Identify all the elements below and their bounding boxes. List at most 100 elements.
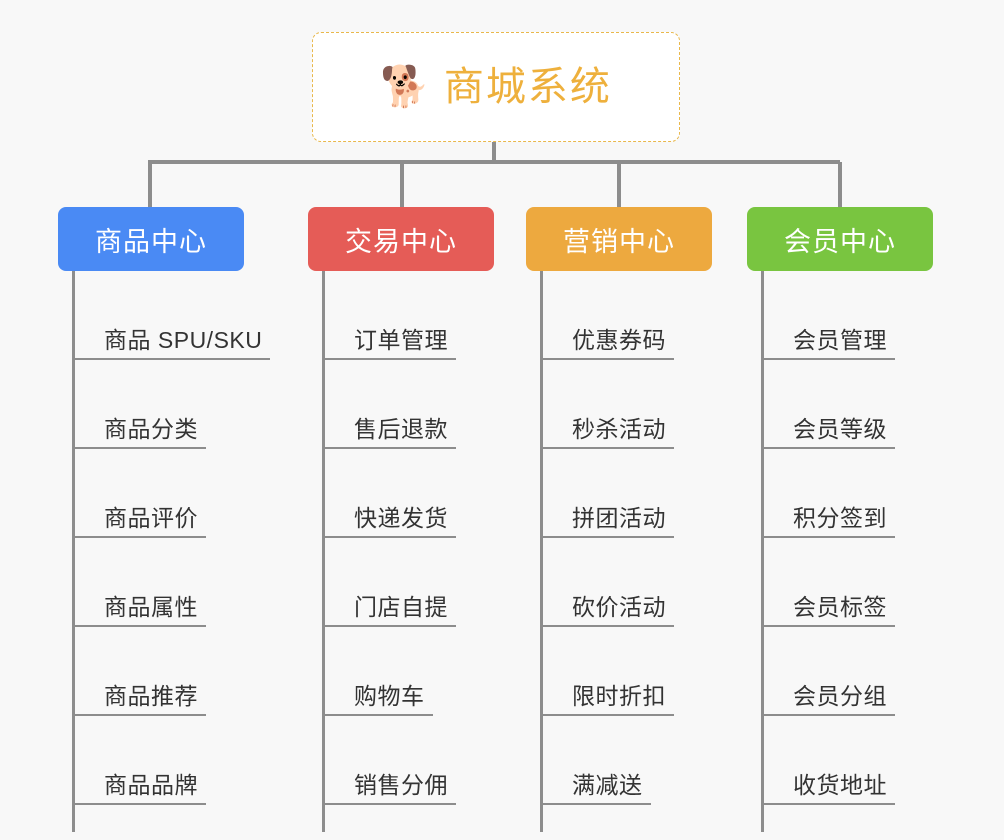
leaf-underline <box>322 803 456 805</box>
leaf-item[interactable]: 订单管理 <box>322 271 494 360</box>
leaf-item[interactable]: 限时折扣 <box>540 627 712 716</box>
leaf-label: 商品推荐 <box>104 683 198 709</box>
leaf-label: 快递发货 <box>354 505 448 531</box>
leaf-label: 订单管理 <box>354 327 448 353</box>
branch-column-3: 会员中心 会员管理 会员等级 积分签到 会员标签 会员分组 <box>747 207 933 832</box>
leaf-underline <box>540 625 674 627</box>
leaf-item[interactable]: 商品 SPU/SKU <box>72 271 270 360</box>
leaf-label: 会员标签 <box>793 594 887 620</box>
leaf-item[interactable]: 商品属性 <box>72 538 244 627</box>
leaf-label: 购物车 <box>354 683 425 709</box>
leaf-underline <box>322 536 456 538</box>
leaf-item[interactable]: 门店自提 <box>322 538 494 627</box>
leaf-label: 会员等级 <box>793 416 887 442</box>
leaf-item[interactable]: 砍价活动 <box>540 538 712 627</box>
leaf-trunk-0 <box>72 271 75 832</box>
branch-column-1: 交易中心 订单管理 售后退款 快递发货 门店自提 购物车 <box>308 207 494 832</box>
category-box-0[interactable]: 商品中心 <box>58 207 244 271</box>
leaf-item[interactable]: 秒杀活动 <box>540 360 712 449</box>
leaf-label: 商品品牌 <box>104 772 198 798</box>
leaf-item[interactable]: 销售分佣 <box>322 716 494 805</box>
leaf-label: 会员分组 <box>793 683 887 709</box>
leaf-label: 积分签到 <box>793 505 887 531</box>
leaf-trunk-1 <box>322 271 325 832</box>
leaf-underline <box>540 536 674 538</box>
leaf-item[interactable]: 积分签到 <box>761 449 933 538</box>
leaf-underline <box>761 447 895 449</box>
leaf-item[interactable]: 会员管理 <box>761 271 933 360</box>
leaf-item[interactable]: 拼团活动 <box>540 449 712 538</box>
branch-column-0: 商品中心 商品 SPU/SKU 商品分类 商品评价 商品属性 商品推荐 <box>58 207 270 832</box>
root-node[interactable]: 🐕 商城系统 <box>312 32 680 142</box>
leaf-underline <box>540 358 674 360</box>
horizontal-bus-connector <box>148 160 840 164</box>
leaf-list-1: 订单管理 售后退款 快递发货 门店自提 购物车 销售分佣 <box>308 271 494 832</box>
leaf-underline <box>72 714 206 716</box>
leaf-item[interactable]: 会员标签 <box>761 538 933 627</box>
leaf-item[interactable]: 商品分类 <box>72 360 244 449</box>
leaf-underline <box>72 625 206 627</box>
leaf-list-0: 商品 SPU/SKU 商品分类 商品评价 商品属性 商品推荐 商品品牌 <box>58 271 270 832</box>
leaf-item[interactable]: 商品品牌 <box>72 716 244 805</box>
category-label-1: 交易中心 <box>345 226 457 257</box>
root-stem-connector <box>492 142 496 164</box>
leaf-item[interactable]: 商品评价 <box>72 449 244 538</box>
leaf-label: 商品分类 <box>104 416 198 442</box>
leaf-item[interactable]: 商品推荐 <box>72 627 244 716</box>
leaf-label: 门店自提 <box>354 594 448 620</box>
leaf-underline <box>761 358 895 360</box>
category-box-2[interactable]: 营销中心 <box>526 207 712 271</box>
leaf-label: 拼团活动 <box>572 505 666 531</box>
leaf-label: 商品属性 <box>104 594 198 620</box>
leaf-underline <box>540 803 651 805</box>
leaf-underline <box>72 358 270 360</box>
leaf-trunk-3 <box>761 271 764 832</box>
leaf-underline <box>761 536 895 538</box>
leaf-label: 限时折扣 <box>572 683 666 709</box>
leaf-item[interactable]: 会员分组 <box>761 627 933 716</box>
leaf-item[interactable]: 会员等级 <box>761 360 933 449</box>
leaf-label: 商品评价 <box>104 505 198 531</box>
leaf-label: 商品 SPU/SKU <box>104 327 263 353</box>
leaf-underline <box>72 536 206 538</box>
branch-drop-connector-2 <box>617 162 621 209</box>
leaf-item[interactable]: 快递发货 <box>322 449 494 538</box>
leaf-underline <box>322 625 456 627</box>
leaf-underline <box>540 447 674 449</box>
leaf-item[interactable]: 优惠券码 <box>540 271 712 360</box>
branch-column-2: 营销中心 优惠券码 秒杀活动 拼团活动 砍价活动 限时折扣 <box>526 207 712 832</box>
category-box-3[interactable]: 会员中心 <box>747 207 933 271</box>
leaf-trunk-2 <box>540 271 543 832</box>
leaf-item[interactable]: 满减送 <box>540 716 712 805</box>
leaf-item[interactable]: 购物车 <box>322 627 494 716</box>
leaf-underline <box>540 714 674 716</box>
shiba-dog-face-icon: 🐕 <box>380 65 430 109</box>
leaf-label: 会员管理 <box>793 327 887 353</box>
leaf-underline <box>322 447 456 449</box>
category-label-2: 营销中心 <box>563 226 675 257</box>
branch-drop-connector-3 <box>838 162 842 209</box>
leaf-label: 满减送 <box>572 772 643 798</box>
leaf-label: 优惠券码 <box>572 327 666 353</box>
leaf-underline <box>72 447 206 449</box>
leaf-list-3: 会员管理 会员等级 积分签到 会员标签 会员分组 收货地址 <box>747 271 933 832</box>
branch-drop-connector-0 <box>148 162 152 209</box>
leaf-label: 砍价活动 <box>572 594 666 620</box>
leaf-list-2: 优惠券码 秒杀活动 拼团活动 砍价活动 限时折扣 满减送 <box>526 271 712 832</box>
leaf-item[interactable]: 售后退款 <box>322 360 494 449</box>
root-title: 商城系统 <box>443 65 612 109</box>
leaf-item[interactable]: 收货地址 <box>761 716 933 805</box>
category-box-1[interactable]: 交易中心 <box>308 207 494 271</box>
leaf-label: 收货地址 <box>793 772 887 798</box>
leaf-underline <box>322 714 433 716</box>
leaf-underline <box>761 625 895 627</box>
category-label-3: 会员中心 <box>784 226 896 257</box>
leaf-underline <box>322 358 456 360</box>
leaf-underline <box>72 803 206 805</box>
leaf-label: 售后退款 <box>354 416 448 442</box>
leaf-label: 秒杀活动 <box>572 416 666 442</box>
leaf-underline <box>761 803 895 805</box>
category-label-0: 商品中心 <box>95 226 207 257</box>
leaf-label: 销售分佣 <box>354 772 448 798</box>
